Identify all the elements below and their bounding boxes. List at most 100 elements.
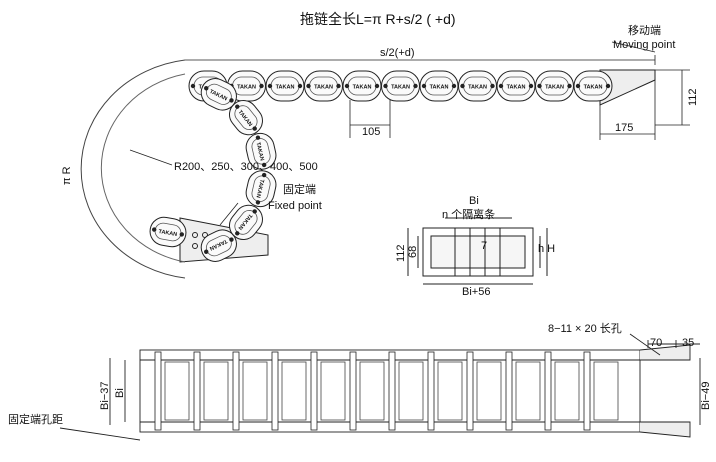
plan-link-window [242, 361, 268, 421]
plan-link-plate [427, 351, 435, 431]
plan-link-window [320, 361, 346, 421]
chain-link: TAKAN [419, 70, 459, 102]
plan-links [154, 351, 619, 431]
link-label: TAKAN [468, 85, 487, 91]
label-fixed-hole-pitch: 固定端孔距 [8, 414, 63, 426]
label-dim-7: 7 [481, 240, 488, 252]
link-label: TAKAN [237, 85, 256, 91]
label-s-half-d: s/2(+d) [380, 47, 415, 59]
plan-link-plate [466, 351, 474, 431]
plan-link-window [554, 361, 580, 421]
leader-hole-pitch [59, 427, 141, 441]
link-label: TAKAN [158, 229, 178, 238]
leader-holes [629, 333, 661, 356]
link-label: TAKAN [545, 85, 564, 91]
label-pi-r: π R [61, 166, 73, 185]
label-dim-70: 70 [650, 337, 663, 349]
plan-link-plate [505, 351, 513, 431]
label-bi-top: Bi [469, 195, 479, 207]
link-label: TAKAN [255, 142, 265, 162]
plan-link-window [281, 361, 307, 421]
plan-link-plate [388, 351, 396, 431]
plan-link-window [203, 361, 229, 421]
label-holes: 8−11 × 20 长孔 [548, 323, 622, 335]
chain-link: TAKAN [228, 204, 263, 241]
plan-link-window [164, 361, 190, 421]
leader-fixed [219, 202, 239, 226]
label-dim-35: 35 [682, 337, 695, 349]
bracket-hole [192, 243, 198, 249]
label-dim-175: 175 [615, 122, 634, 134]
label-radius-list: R200、250、300、400、500 [174, 161, 318, 173]
plan-link-window [515, 361, 541, 421]
chain-link: TAKAN [535, 70, 574, 102]
label-bi-left: Bi [114, 388, 126, 398]
plan-link-plate [583, 351, 591, 431]
top-straight-links: TAKAN TAKAN TAKAN TAKAN TAKAN TAKAN TAKAN TAKAN… [188, 70, 613, 102]
label-dim-68: 68 [407, 245, 419, 258]
plan-link-plate [154, 351, 162, 431]
label-bi-56: Bi+56 [462, 286, 491, 298]
link-label: TAKAN [507, 85, 526, 91]
label-bi-49: Bi−49 [700, 381, 712, 410]
outer-bend-arc [80, 59, 186, 279]
chain-link: TAKAN [149, 216, 187, 248]
link-label: TAKAN [584, 85, 603, 91]
chain-link: TAKAN [458, 70, 497, 102]
label-moving-cn: 移动端 [628, 25, 661, 37]
plan-link-plate [349, 351, 357, 431]
plan-moving-bracket-bottom [639, 421, 691, 438]
chain-link: TAKAN [265, 70, 305, 102]
chain-link: TAKAN [200, 229, 237, 262]
label-dim-105: 105 [362, 126, 381, 138]
chain-link: TAKAN [496, 70, 536, 102]
link-label: TAKAN [391, 85, 410, 91]
chain-link: TAKAN [573, 70, 613, 102]
leader-moving [611, 41, 656, 53]
label-fixed-cn: 固定端 [283, 184, 316, 196]
plan-link-plate [232, 351, 240, 431]
plan-link-window [476, 361, 502, 421]
chain-link: TAKAN [245, 132, 277, 170]
plan-link-window [359, 361, 385, 421]
link-label: TAKAN [430, 85, 449, 91]
label-h-H: h H [538, 243, 556, 255]
plan-link-plate [193, 351, 201, 431]
label-fixed-en: Fixed point [268, 200, 322, 212]
plan-link-plate [544, 351, 552, 431]
link-label: TAKAN [314, 85, 333, 91]
section-outline [422, 227, 534, 277]
link-label: TAKAN [276, 85, 295, 91]
label-dim-112-side: 112 [687, 88, 699, 106]
label-bi-37: Bi−37 [99, 381, 111, 410]
section-inner [430, 235, 526, 269]
link-label: TAKAN [353, 85, 372, 91]
leader-radius [129, 149, 173, 166]
plan-link-window [593, 361, 619, 421]
cross-section [407, 217, 548, 285]
plan-view [59, 333, 701, 441]
inner-bend-arc [100, 73, 186, 263]
plan-link-plate [271, 351, 279, 431]
plan-link-plate [310, 351, 318, 431]
chain-link: TAKAN [245, 170, 277, 208]
label-moving-en: Moving point [613, 39, 676, 51]
label-dim-112-sec: 112 [395, 244, 407, 262]
chain-link: TAKAN [228, 99, 263, 136]
chain-link: TAKAN [381, 70, 420, 102]
plan-moving-bracket-top [639, 344, 691, 361]
dimension-lines [129, 41, 690, 226]
chain-link: TAKAN [200, 78, 237, 111]
chain-link: TAKAN [304, 70, 343, 102]
plan-outline [139, 349, 641, 433]
label-n-dividers: n 个隔离条 [442, 209, 496, 221]
chain-link: TAKAN [342, 70, 382, 102]
diagram-title: 拖链全长L=π R+s/2 ( +d) [300, 11, 456, 27]
link-label: TAKAN [255, 179, 265, 199]
plan-link-window [437, 361, 463, 421]
bracket-hole [192, 232, 198, 238]
plan-link-window [398, 361, 424, 421]
